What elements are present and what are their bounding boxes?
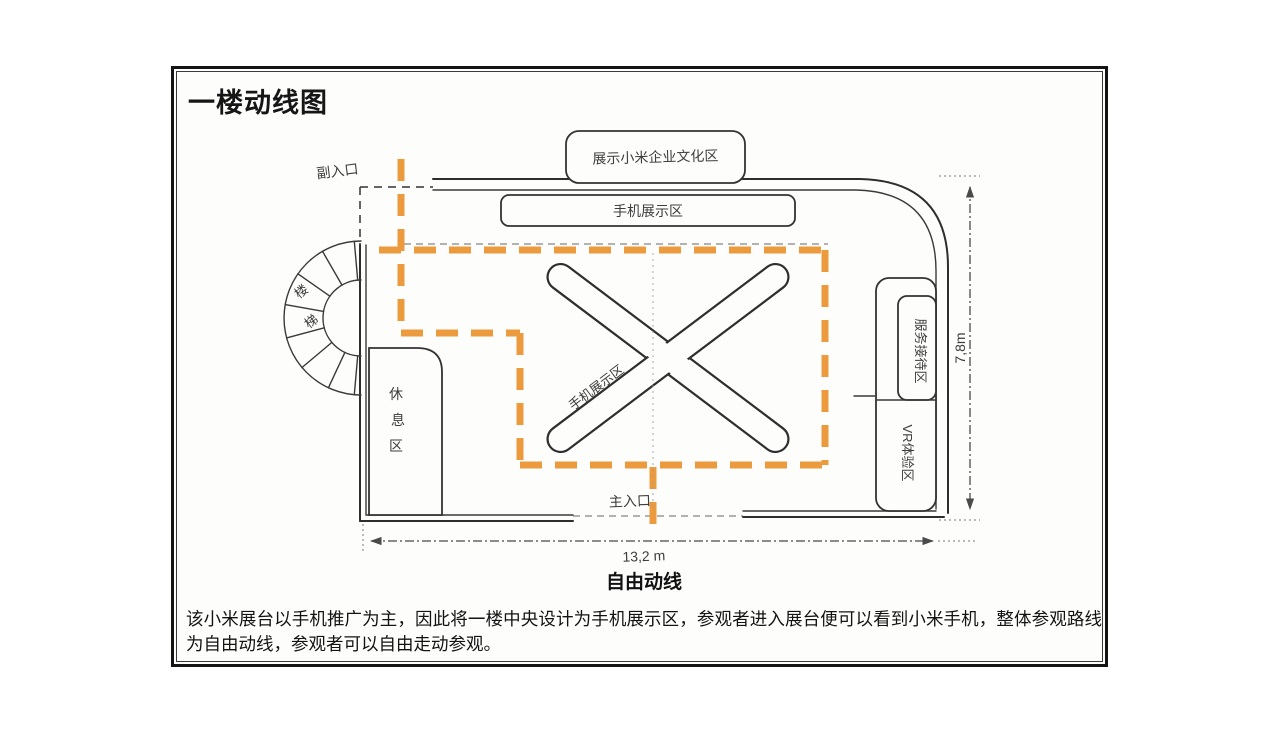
phone-shelf: 手机展示区 <box>500 194 796 227</box>
rest-area-char3: 区 <box>389 438 403 454</box>
vr-zone-label: VR体验区 <box>900 424 915 481</box>
spiral-staircase: 楼 梯 <box>283 240 362 396</box>
rest-area-char1: 休 <box>389 386 403 402</box>
slide-frame: 一楼动线图 <box>171 66 1108 667</box>
building-outline <box>359 178 949 522</box>
right-zone-furniture: 服务接待区 VR体验区 <box>853 277 937 512</box>
route-type-label: 自由动线 <box>605 572 682 593</box>
stair-treads <box>284 240 359 396</box>
height-dimension-label: 7,8m <box>952 332 968 363</box>
service-zone-label: 服务接待区 <box>913 318 928 383</box>
dimension-height: 7,8m <box>939 175 980 521</box>
phone-shelf-label: 手机展示区 <box>613 203 683 219</box>
rest-area-sofa: 休 息 区 <box>368 347 443 516</box>
stairs-label-char1: 楼 <box>291 282 310 302</box>
side-entrance-label: 副入口 <box>316 161 360 182</box>
stairs-label-char2: 梯 <box>301 312 320 332</box>
main-entrance-label: 主入口 <box>609 492 652 509</box>
floor-plan-drawing: 楼 梯 展示小米企业文化区 手机展示区 休 息 区 <box>283 130 980 565</box>
culture-zone-label: 展示小米企业文化区 <box>592 147 718 166</box>
width-dimension-label: 13,2 m <box>622 547 665 564</box>
side-entrance-gap <box>359 186 433 245</box>
rest-area-char2: 息 <box>391 412 405 428</box>
description-caption: 该小米展台以手机推广为主，因此将一楼中央设计为手机展示区，参观者进入展台便可以看… <box>186 609 1102 654</box>
phone-display-island: 手机展示区 <box>546 262 790 454</box>
dimension-width: 13,2 m <box>362 524 975 565</box>
page-title: 一楼动线图 <box>188 88 328 118</box>
culture-zone-box: 展示小米企业文化区 <box>565 130 746 184</box>
circulation-route <box>379 159 829 533</box>
